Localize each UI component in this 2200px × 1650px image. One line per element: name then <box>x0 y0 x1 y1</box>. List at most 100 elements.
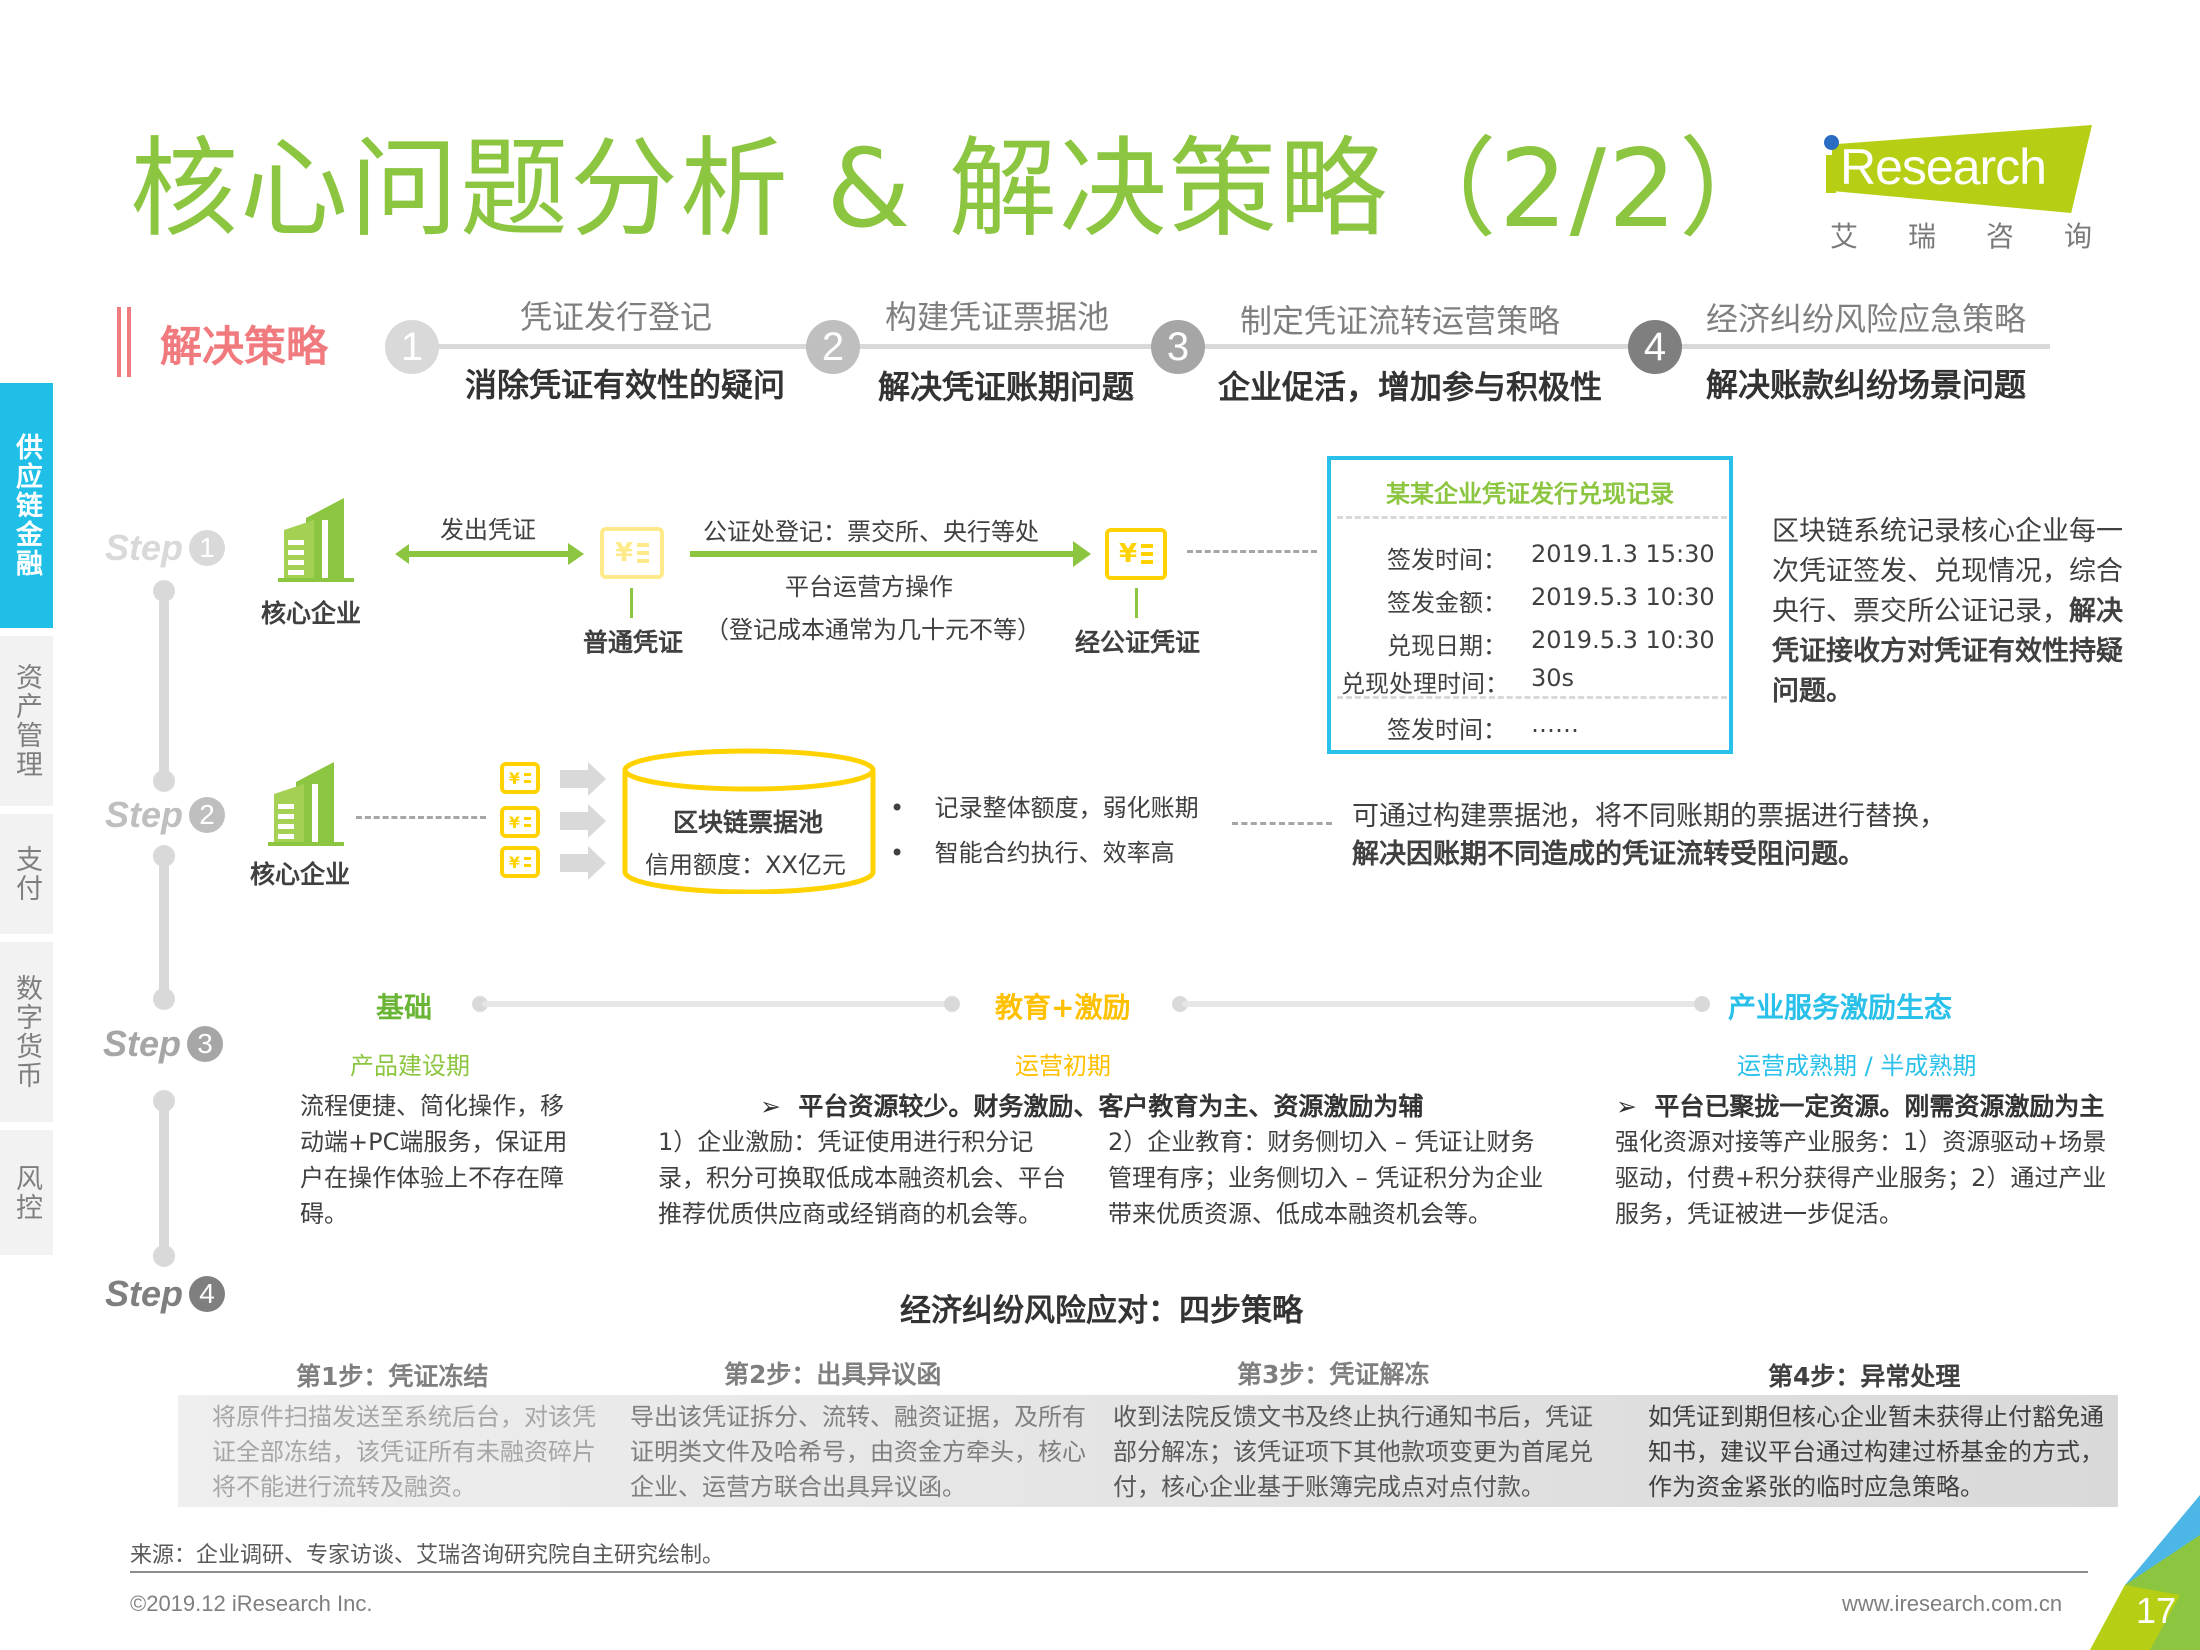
logo-cn-char: 咨 <box>1985 220 2014 253</box>
phase-education-title: 教育+激励 <box>995 991 1131 1024</box>
strategy-label-bar <box>117 307 131 377</box>
logo-cn-char: 询 <box>2063 220 2092 253</box>
strategy-1-goal: 消除凭证有效性的疑问 <box>465 366 786 404</box>
phase-education-head-text: 平台资源较少。财务激励、客户教育为主、资源激励为辅 <box>798 1092 1424 1121</box>
pool-bullet-text: 记录整体额度，弱化账期 <box>934 794 1199 822</box>
normal-voucher-label: 普通凭证 <box>583 628 684 657</box>
step2-description-bold: 解决因账期不同造成的凭证流转受阻问题。 <box>1352 839 1865 870</box>
connector-line <box>1135 588 1138 618</box>
timeline-dot <box>153 1245 175 1267</box>
record-value: 2019.5.3 10:30 <box>1531 626 1715 654</box>
logo-cn: 艾 瑞 咨 询 <box>1830 215 2092 255</box>
step4-item-1-head: 第1步：凭证冻结 <box>296 1362 489 1391</box>
phase-basis-text: 流程便捷、简化操作，移动端+PC端服务，保证用户在操作体验上不存在障碍。 <box>300 1092 568 1228</box>
side-nav-item-asset-management[interactable]: 资产管理 <box>0 636 53 806</box>
side-nav-item-payment[interactable]: 支付 <box>0 814 53 934</box>
notary-arrow <box>690 551 1075 557</box>
phase-ecosystem-title: 产业服务激励生态 <box>1728 991 1953 1024</box>
phase-line <box>482 1001 952 1007</box>
page-title: 核心问题分析 & 解决策略（2/2） <box>130 127 1789 252</box>
step-2-label: Step 2 <box>105 794 226 836</box>
step4-item-2-head: 第2步：出具异议函 <box>724 1360 942 1389</box>
step2-description: 可通过构建票据池，将不同账期的票据进行替换， 解决因账期不同造成的凭证流转受阻问… <box>1352 798 1946 874</box>
step-word: Step <box>105 1273 184 1314</box>
step-number-badge: 4 <box>189 1276 226 1312</box>
step4-item-3-text: 收到法院反馈文书及终止执行通知书后，凭证部分解冻；该凭证项下其他款项变更为首尾兑… <box>1113 1403 1593 1501</box>
website-link[interactable]: www.iresearch.com.cn <box>1842 1591 2063 1616</box>
step-1-label: Step 1 <box>105 527 226 569</box>
dashed-connector <box>356 816 486 819</box>
core-enterprise-label: 核心企业 <box>250 860 351 889</box>
step4-item-4-text: 如凭证到期但核心企业暂未获得止付豁免通知书，建议平台通过构建过桥基金的方式，作为… <box>1648 1403 2104 1501</box>
phase-basis-subtitle: 产品建设期 <box>350 1052 470 1080</box>
phase-dot <box>472 996 488 1012</box>
step-number-badge: 2 <box>189 797 226 833</box>
record-key: 签发时间： <box>1387 716 1507 744</box>
pool-bullet: • 记录整体额度，弱化账期 <box>890 794 1199 822</box>
step1-description-bold: 解决凭证接收方对凭证有效性持疑问题。 <box>1772 596 2123 707</box>
notarized-voucher-label: 经公证凭证 <box>1075 628 1201 657</box>
pool-bullet-text: 智能合约执行、效率高 <box>934 839 1175 867</box>
step4-item-2-text: 导出该凭证拆分、流转、融资证据，及所有证明类文件及哈希号，由资金方牵头，核心企业… <box>630 1403 1086 1501</box>
logo-text: Research <box>1840 139 2047 195</box>
strategy-circle-3: 3 <box>1151 320 1205 374</box>
record-row: 签发时间： …… <box>1341 710 1579 745</box>
timeline-dot <box>153 988 175 1010</box>
step1-description-normal: 区块链系统记录核心企业每一次凭证签发、兑现情况，综合央行、票交所公证记录， <box>1772 516 2123 627</box>
bullet-arrow-icon: ➢ <box>1616 1092 1637 1121</box>
dashed-connector <box>1187 550 1317 553</box>
step-word: Step <box>103 1023 182 1064</box>
side-nav-item-risk-control[interactable]: 风控 <box>0 1130 53 1255</box>
step-4-label: Step 4 <box>105 1273 226 1315</box>
pool-credit: 信用额度：XX亿元 <box>645 851 846 879</box>
logo-cn-char: 艾 <box>1830 220 1859 253</box>
phase-line <box>1182 1001 1702 1007</box>
logo-dot-icon <box>1824 135 1839 150</box>
timeline-dot <box>153 770 175 792</box>
logo-cn-char: 瑞 <box>1907 220 1936 253</box>
record-divider <box>1337 516 1727 519</box>
step4-item-4-head: 第4步：异常处理 <box>1768 1362 1961 1391</box>
phase-dot <box>1172 996 1188 1012</box>
pool-title: 区块链票据池 <box>673 808 824 837</box>
blockchain-pool-cylinder-icon <box>622 748 876 894</box>
phase-dot <box>1694 996 1710 1012</box>
phase-dot <box>944 996 960 1012</box>
dashed-connector <box>1232 822 1332 825</box>
step-number-badge: 1 <box>189 530 226 566</box>
step-word: Step <box>105 794 184 835</box>
logo-i-stem <box>1826 155 1836 193</box>
copyright: ©2019.12 iResearch Inc. <box>130 1591 373 1616</box>
strategy-4-title: 经济纠纷风险应急策略 <box>1706 300 2027 338</box>
phase-education-col2: 2）企业教育：财务侧切入 – 凭证让财务管理有序；业务侧切入 – 凭证积分为企业… <box>1108 1128 1544 1228</box>
side-nav-item-digital-currency[interactable]: 数字货币 <box>0 942 53 1122</box>
side-nav: 供应链金融 资产管理 支付 数字货币 风控 <box>0 383 53 1263</box>
core-enterprise-label: 核心企业 <box>261 599 362 628</box>
timeline-line <box>159 1100 169 1255</box>
step4-title: 经济纠纷风险应对：四步策略 <box>900 1293 1303 1329</box>
strategy-label: 解决策略 <box>160 322 329 371</box>
arrow-right-head-icon <box>1073 541 1091 567</box>
issue-arrow <box>405 551 570 557</box>
voucher-icon: ¥ <box>600 527 664 579</box>
side-nav-item-supply-chain-finance[interactable]: 供应链金融 <box>0 383 53 628</box>
phase-education-subtitle: 运营初期 <box>1015 1052 1111 1080</box>
notarized-voucher-icon: ¥ <box>1105 528 1167 580</box>
phase-education-col1: 1）企业激励：凭证使用进行积分记录，积分可换取低成本融资机会、平台推荐优质供应商… <box>658 1128 1066 1228</box>
timeline-line <box>159 855 169 1005</box>
record-row: 兑现处理时间： 30s <box>1341 664 1574 699</box>
footer-divider <box>130 1571 2088 1573</box>
record-title: 某某企业凭证发行兑现记录 <box>1386 480 1674 508</box>
strategy-1-title: 凭证发行登记 <box>520 298 713 336</box>
record-row: 兑现日期： 2019.5.3 10:30 <box>1341 626 1715 661</box>
phase-education-head: ➢ 平台资源较少。财务激励、客户教育为主、资源激励为辅 <box>760 1087 1423 1123</box>
record-row: 签发金额： 2019.5.3 10:30 <box>1341 583 1715 618</box>
record-row: 签发时间： 2019.1.3 15:30 <box>1341 540 1715 575</box>
record-value: 2019.1.3 15:30 <box>1531 540 1715 568</box>
phase-ecosystem-text: 强化资源对接等产业服务：1）资源驱动+场景驱动，付费+积分获得产业服务；2）通过… <box>1615 1128 2107 1228</box>
page-number: 17 <box>2136 1590 2177 1631</box>
issue-voucher-label: 发出凭证 <box>440 516 536 544</box>
record-key: 签发金额： <box>1387 589 1507 617</box>
voucher-icon: ¥ <box>500 806 540 838</box>
record-value: 2019.5.3 10:30 <box>1531 583 1715 611</box>
